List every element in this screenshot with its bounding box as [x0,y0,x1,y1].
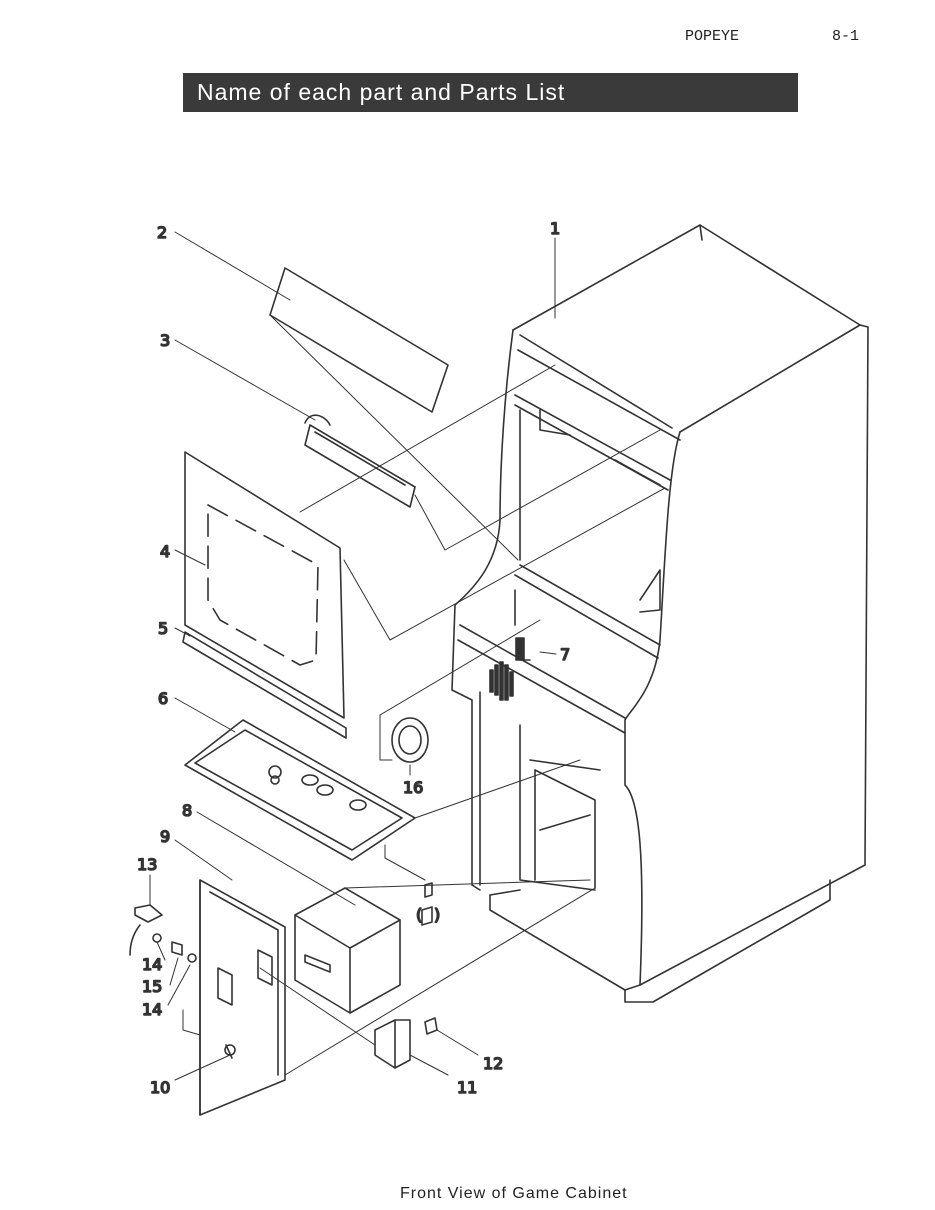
callout-7: 7 [560,645,570,664]
assembly-guide-lines [182,314,666,1076]
coin-door-lock [129,904,163,956]
header-title: POPEYE [685,28,740,45]
monitor-bezel [184,451,345,719]
callout-14-upper: 14 [142,955,162,974]
callout-6: 6 [158,689,168,708]
callout-8: 8 [182,801,192,820]
marquee-panel [269,267,449,413]
coin-door [199,879,286,1116]
speaker [391,717,429,763]
callout-4: 4 [160,542,170,561]
page-number: 8-1 [832,28,860,45]
coin-mechanism [374,1019,411,1069]
cabinet-body [451,224,869,1003]
leader-lines [149,231,557,1081]
title-banner: Name of each part and Parts List [183,73,798,112]
callout-13: 13 [137,855,157,874]
callout-11: 11 [457,1078,477,1097]
callout-15: 15 [142,977,162,996]
callout-10: 10 [150,1078,170,1097]
bracket [519,642,531,661]
callout-2: 2 [157,223,167,242]
panel-clip [421,882,433,926]
fluorescent-lamp [304,414,416,508]
clip-parenthesis-close: ) [434,905,440,924]
banner-text: Name of each part and Parts List [197,79,566,105]
control-panel [184,719,416,861]
figure-caption: Front View of Game Cabinet [400,1185,628,1202]
bezel-retainer [182,631,347,739]
lockout-coil [424,1017,438,1035]
clip-parenthesis-open: ( [416,905,422,924]
callout-3: 3 [160,331,170,350]
callout-1: 1 [550,219,560,238]
cash-box [294,887,401,1014]
callout-5: 5 [158,619,168,638]
callout-16: 16 [403,778,423,797]
callout-14-lower: 14 [142,1000,162,1019]
callout-9: 9 [160,827,170,846]
callout-12: 12 [483,1054,503,1073]
